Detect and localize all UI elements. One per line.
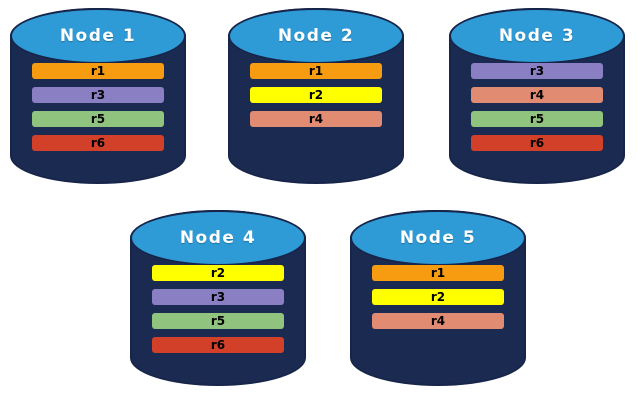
shard-r1[interactable]: r1 bbox=[372, 265, 504, 281]
shard-r5[interactable]: r5 bbox=[152, 313, 284, 329]
shard-r6[interactable]: r6 bbox=[152, 337, 284, 353]
node-1-cylinder-top: Node 1 bbox=[10, 8, 186, 64]
shard-label: r4 bbox=[430, 314, 446, 328]
shard-r3[interactable]: r3 bbox=[471, 63, 603, 79]
shard-r3[interactable]: r3 bbox=[32, 87, 164, 103]
node-1-title: Node 1 bbox=[59, 25, 137, 46]
shard-r6[interactable]: r6 bbox=[471, 135, 603, 151]
shard-r4[interactable]: r4 bbox=[372, 313, 504, 329]
shard-label: r6 bbox=[90, 136, 106, 150]
shard-label: r6 bbox=[210, 338, 226, 352]
node-4-cylinder-top: Node 4 bbox=[130, 210, 306, 266]
shard-label: r3 bbox=[529, 64, 545, 78]
node-4-shard-list: r2 r3 r5 r6 bbox=[152, 265, 284, 353]
node-5-shard-list: r1 r2 r4 bbox=[372, 265, 504, 329]
node-4[interactable]: Node 4 r2 r3 r5 r6 bbox=[130, 210, 306, 386]
shard-label: r5 bbox=[210, 314, 226, 328]
shard-label: r5 bbox=[90, 112, 106, 126]
node-2-shard-list: r1 r2 r4 bbox=[250, 63, 382, 127]
shard-label: r5 bbox=[529, 112, 545, 126]
shard-label: r3 bbox=[210, 290, 226, 304]
shard-label: r1 bbox=[90, 64, 106, 78]
node-3-cylinder-top: Node 3 bbox=[449, 8, 625, 64]
shard-r4[interactable]: r4 bbox=[471, 87, 603, 103]
shard-r1[interactable]: r1 bbox=[250, 63, 382, 79]
node-3-shard-list: r3 r4 r5 r6 bbox=[471, 63, 603, 151]
shard-r3[interactable]: r3 bbox=[152, 289, 284, 305]
shard-label: r2 bbox=[210, 266, 226, 280]
shard-label: r2 bbox=[308, 88, 324, 102]
node-2[interactable]: Node 2 r1 r2 r4 bbox=[228, 8, 404, 184]
node-2-cylinder-top: Node 2 bbox=[228, 8, 404, 64]
node-1-shard-list: r1 r3 r5 r6 bbox=[32, 63, 164, 151]
shard-label: r6 bbox=[529, 136, 545, 150]
shard-r6[interactable]: r6 bbox=[32, 135, 164, 151]
shard-r2[interactable]: r2 bbox=[250, 87, 382, 103]
shard-label: r4 bbox=[529, 88, 545, 102]
shard-label: r4 bbox=[308, 112, 324, 126]
shard-label: r3 bbox=[90, 88, 106, 102]
shard-r1[interactable]: r1 bbox=[32, 63, 164, 79]
node-5-title: Node 5 bbox=[399, 227, 477, 248]
node-4-title: Node 4 bbox=[179, 227, 257, 248]
shard-r5[interactable]: r5 bbox=[471, 111, 603, 127]
node-5-cylinder-top: Node 5 bbox=[350, 210, 526, 266]
node-2-title: Node 2 bbox=[277, 25, 355, 46]
shard-r2[interactable]: r2 bbox=[372, 289, 504, 305]
shard-r2[interactable]: r2 bbox=[152, 265, 284, 281]
node-3[interactable]: Node 3 r3 r4 r5 r6 bbox=[449, 8, 625, 184]
node-1[interactable]: Node 1 r1 r3 r5 r6 bbox=[10, 8, 186, 184]
shard-label: r1 bbox=[430, 266, 446, 280]
node-5[interactable]: Node 5 r1 r2 r4 bbox=[350, 210, 526, 386]
shard-r4[interactable]: r4 bbox=[250, 111, 382, 127]
shard-r5[interactable]: r5 bbox=[32, 111, 164, 127]
node-3-title: Node 3 bbox=[498, 25, 576, 46]
shard-label: r2 bbox=[430, 290, 446, 304]
shard-label: r1 bbox=[308, 64, 324, 78]
